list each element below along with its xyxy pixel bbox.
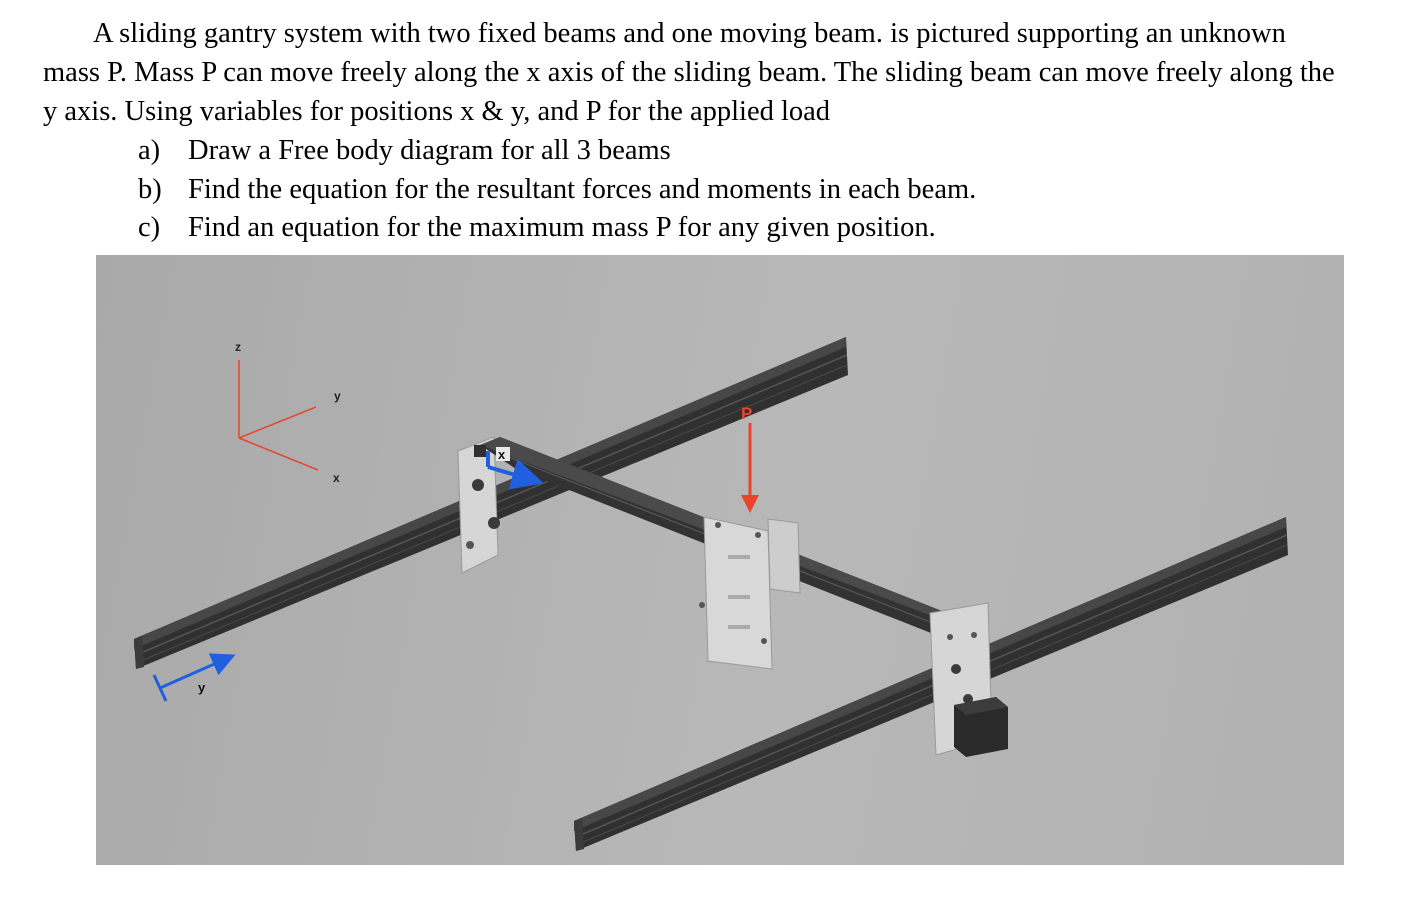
local-x-label: x	[498, 447, 506, 462]
part-c: c) Find an equation for the maximum mass…	[138, 208, 1343, 247]
trolley-plate	[699, 516, 801, 670]
problem-statement: A sliding gantry system with two fixed b…	[43, 18, 1335, 127]
fixed-beam-right	[574, 517, 1288, 851]
local-y-label: y	[198, 680, 206, 695]
triad-x-label: x	[333, 471, 340, 485]
part-b-text: Find the equation for the resultant forc…	[188, 173, 977, 205]
part-b-marker: b)	[138, 173, 162, 205]
question-parts: a) Draw a Free body diagram for all 3 be…	[43, 131, 1343, 247]
coordinate-triad: z y x	[235, 340, 341, 485]
load-p: P	[741, 404, 759, 513]
part-b: b) Find the equation for the resultant f…	[138, 170, 1343, 209]
gantry-figure: z y x	[96, 255, 1344, 865]
y-direction-indicator: y	[152, 653, 236, 702]
part-a-text: Draw a Free body diagram for all 3 beams	[188, 135, 671, 166]
part-a: a) Draw a Free body diagram for all 3 be…	[138, 131, 1343, 170]
triad-x-line	[238, 437, 319, 471]
triad-y-line	[238, 406, 317, 439]
local-axes: x	[486, 447, 544, 490]
gantry-render: z y x	[134, 337, 1288, 851]
left-carriage	[457, 436, 500, 574]
problem-text: A sliding gantry system with two fixed b…	[43, 14, 1343, 247]
carriage-marker	[474, 445, 486, 457]
right-carriage	[929, 602, 1008, 757]
triad-z-label: z	[235, 340, 241, 354]
part-c-marker: c)	[138, 212, 161, 243]
load-label: P	[741, 404, 752, 423]
triad-y-label: y	[334, 389, 341, 403]
part-c-text: Find an equation for the maximum mass P …	[188, 212, 936, 243]
part-a-marker: a)	[138, 135, 161, 166]
